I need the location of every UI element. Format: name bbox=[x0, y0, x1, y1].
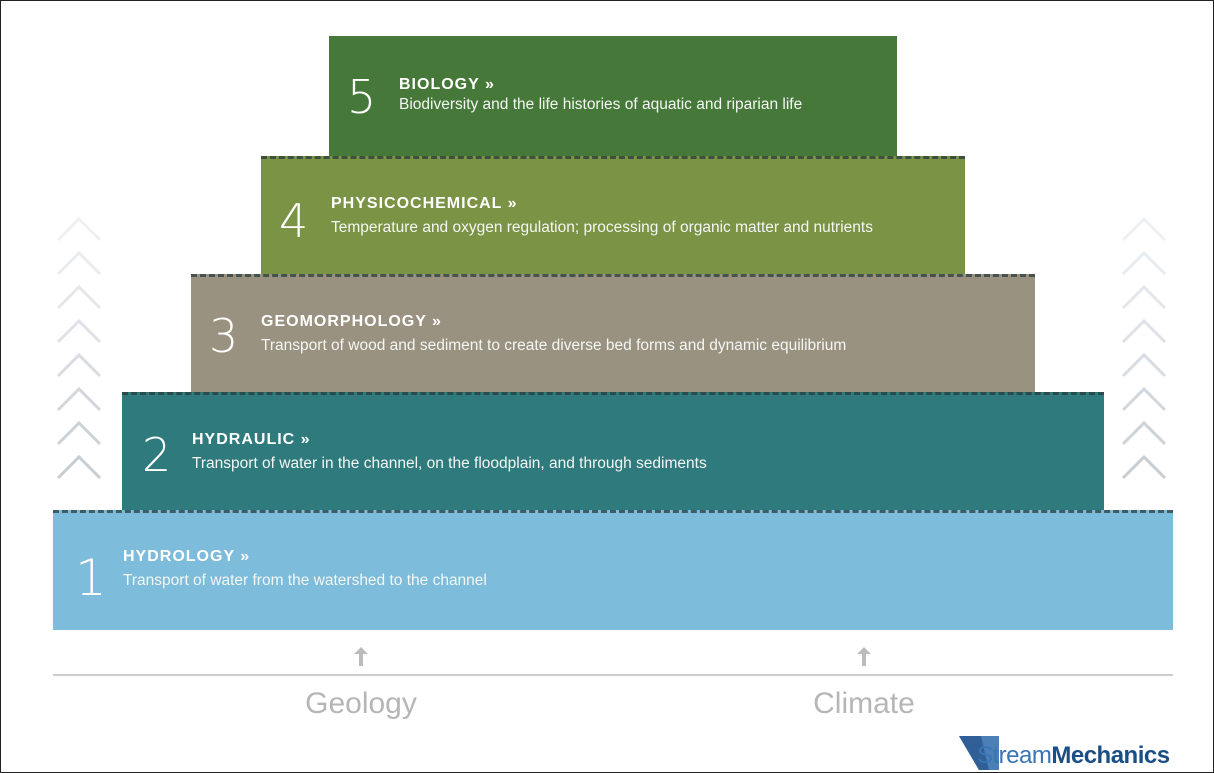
tier-number: 4 bbox=[279, 194, 309, 248]
logo-mark-icon bbox=[959, 736, 999, 770]
tier-description: Transport of wood and sediment to create… bbox=[261, 337, 847, 354]
tier-title: PHYSICOCHEMICAL » bbox=[331, 195, 518, 212]
tier-number: 5 bbox=[347, 70, 377, 124]
chevron-up-stack-icon bbox=[56, 216, 102, 480]
tier-physicochemical: 4 PHYSICOCHEMICAL » Temperature and oxyg… bbox=[261, 156, 965, 274]
tier-geomorphology: 3 GEOMORPHOLOGY » Transport of wood and … bbox=[191, 274, 1035, 392]
driver-climate-label: Climate bbox=[813, 687, 915, 720]
chevron-up-stack-icon bbox=[1121, 216, 1167, 480]
tier-number: 2 bbox=[142, 428, 172, 482]
tier-description: Transport of water in the channel, on th… bbox=[192, 455, 707, 472]
up-arrow-icon bbox=[857, 647, 871, 666]
logo-text-part: Stream bbox=[977, 742, 1052, 769]
tier-title: BIOLOGY » bbox=[399, 76, 495, 93]
logo-text-part: Mechanics bbox=[1051, 742, 1170, 769]
streammechanics-logo: StreamMechanics bbox=[959, 734, 1179, 770]
tier-title: HYDRAULIC » bbox=[192, 431, 311, 448]
tier-biology: 5 BIOLOGY » Biodiversity and the life hi… bbox=[329, 36, 897, 156]
tier-hydrology: 1 HYDROLOGY » Transport of water from th… bbox=[53, 510, 1173, 630]
tier-hydraulic: 2 HYDRAULIC » Transport of water in the … bbox=[122, 392, 1104, 510]
tier-description: Transport of water from the watershed to… bbox=[123, 572, 487, 589]
tier-number: 1 bbox=[75, 549, 107, 607]
tier-number: 3 bbox=[209, 309, 239, 363]
driver-geology-label: Geology bbox=[305, 687, 417, 720]
tier-title: GEOMORPHOLOGY » bbox=[261, 313, 442, 330]
baseline-divider bbox=[53, 674, 1173, 676]
tier-title: HYDROLOGY » bbox=[123, 548, 251, 565]
logo-text: StreamMechanics bbox=[977, 742, 1170, 770]
tier-description: Biodiversity and the life histories of a… bbox=[399, 96, 803, 113]
tier-description: Temperature and oxygen regulation; proce… bbox=[331, 219, 873, 236]
up-arrow-icon bbox=[354, 647, 368, 666]
